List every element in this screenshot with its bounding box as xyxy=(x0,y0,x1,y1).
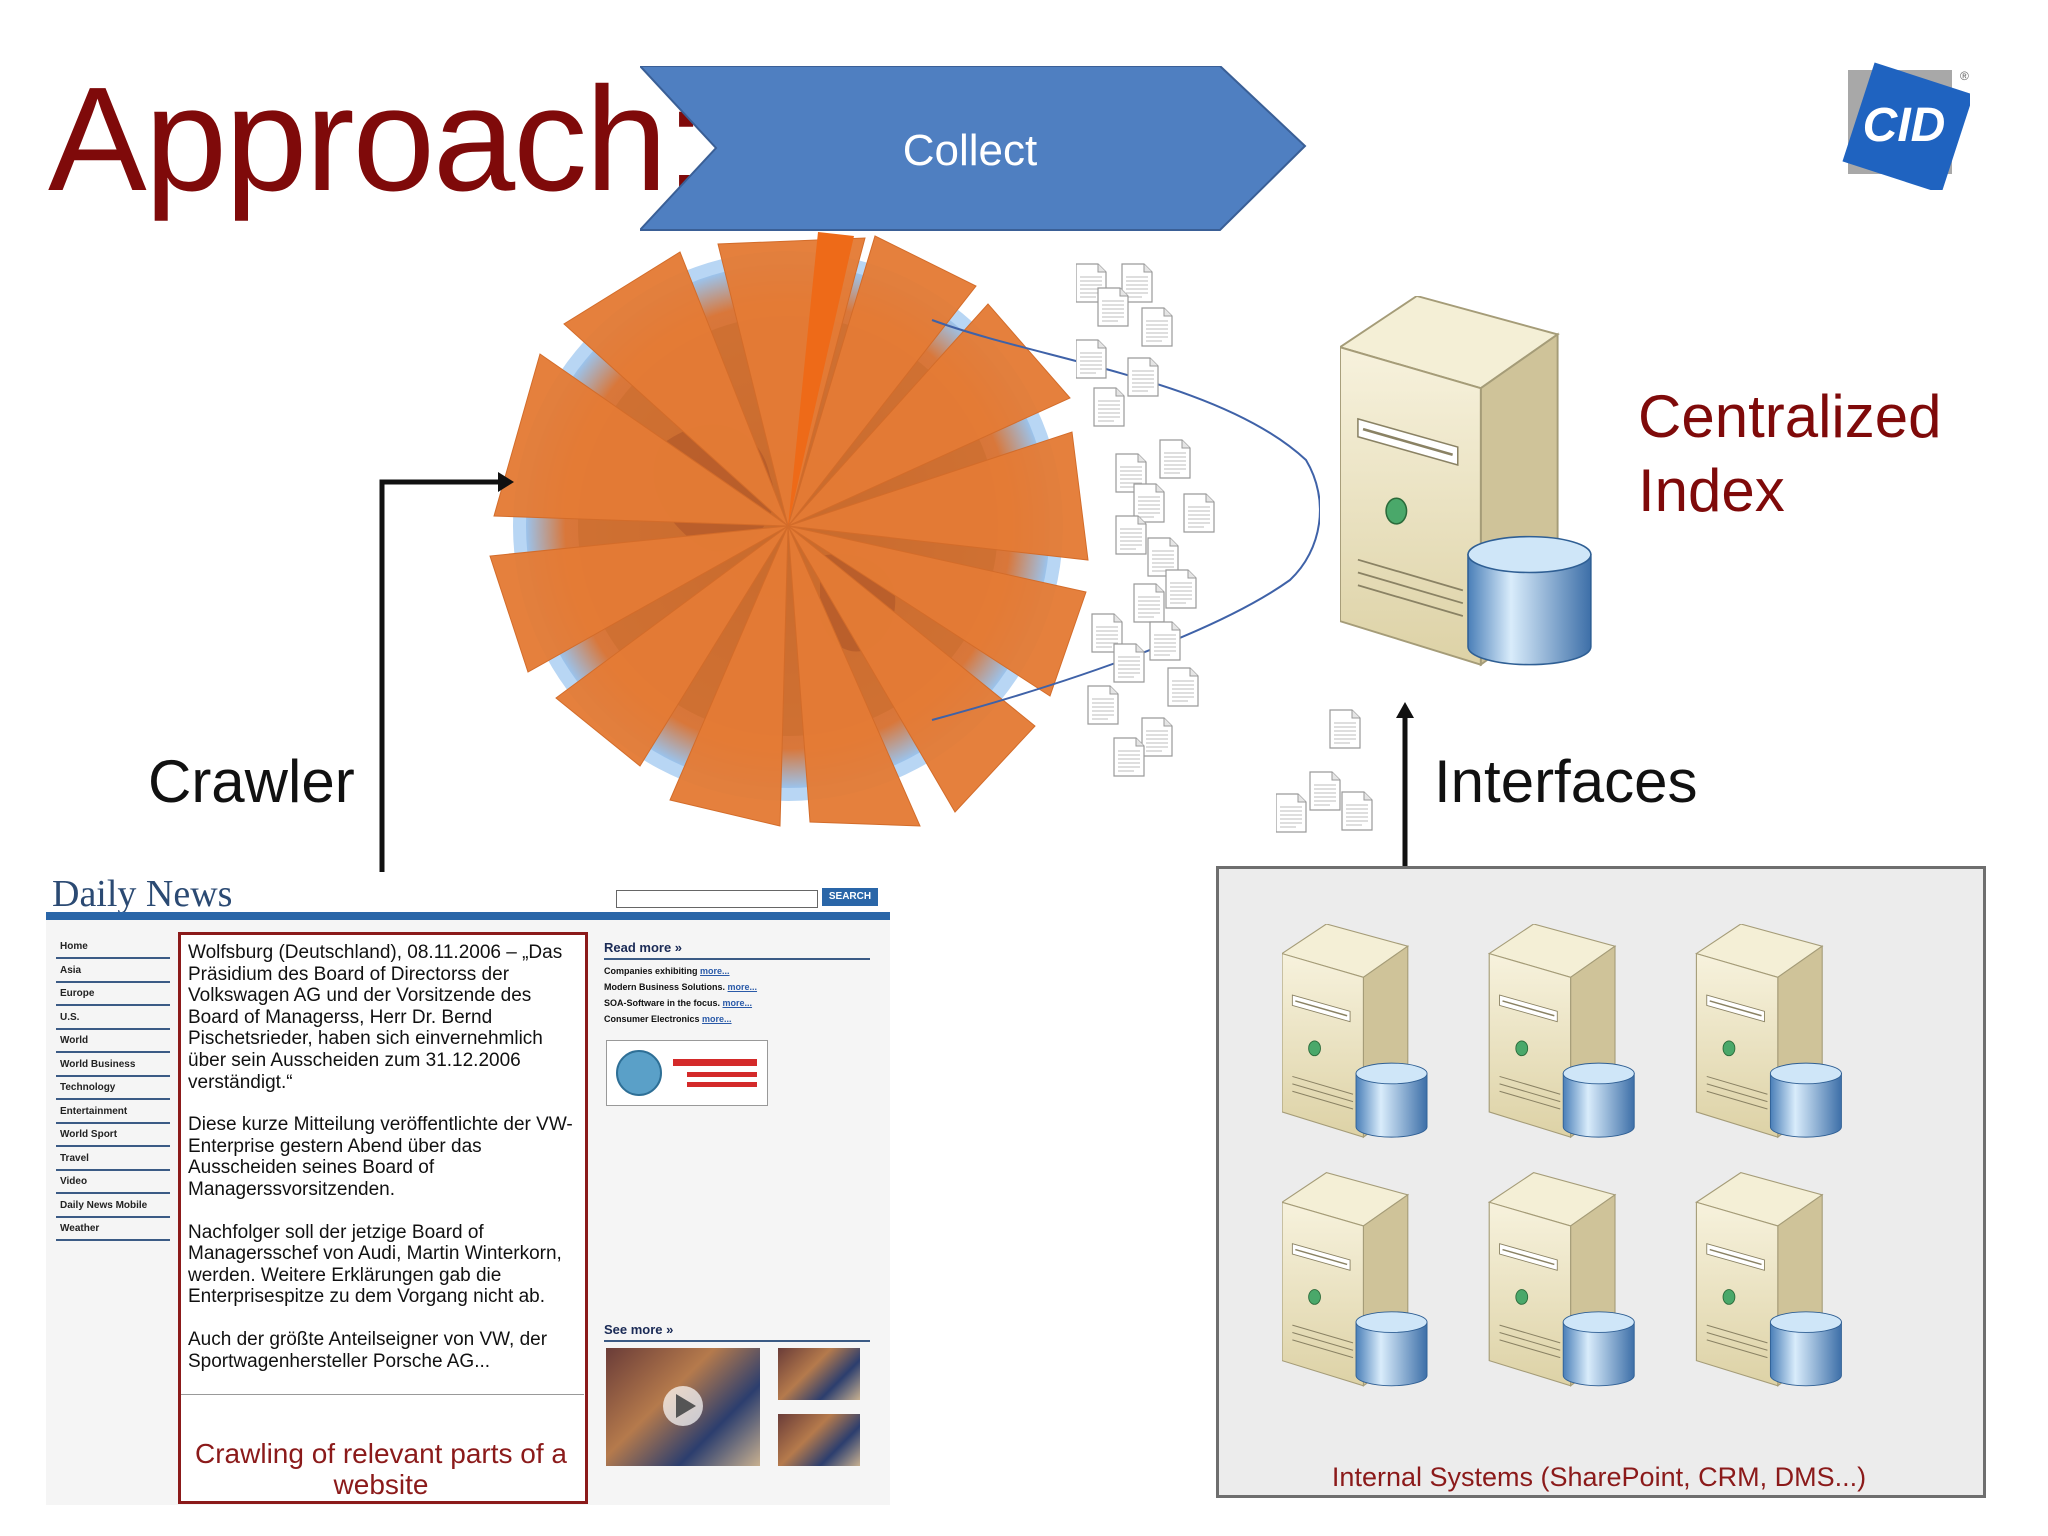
server-icon xyxy=(1488,1171,1635,1387)
server-icon xyxy=(1695,924,1843,1138)
nav-item: Video xyxy=(56,1173,170,1194)
crawled-article-frame xyxy=(178,932,588,1504)
read-more-panel: Read more » Companies exhibiting more...… xyxy=(604,940,870,1024)
photo-thumbnail xyxy=(778,1414,860,1466)
centralized-index-line2: Index xyxy=(1638,457,1785,524)
interface-documents xyxy=(1276,709,1373,833)
website-ad-banner xyxy=(606,1040,768,1106)
nav-item: Europe xyxy=(56,985,170,1006)
read-more-item: Companies exhibiting more... xyxy=(604,966,730,976)
server-icon xyxy=(1282,924,1428,1138)
see-more-panel: See more » xyxy=(604,1322,870,1342)
server-icon xyxy=(1695,1171,1843,1387)
internal-systems-label: Internal Systems (SharePoint, CRM, DMS..… xyxy=(1331,1462,1867,1492)
see-more-heading: See more » xyxy=(604,1322,870,1342)
website-search-button: SEARCH xyxy=(822,888,878,906)
website-nav: Home Asia Europe U.S. World World Busine… xyxy=(56,938,170,1244)
server-icon xyxy=(1488,924,1635,1138)
nav-item: Technology xyxy=(56,1079,170,1100)
article-paragraph: Wolfsburg (Deutschland), 08.11.2006 – „D… xyxy=(188,942,563,1093)
nav-item: World Business xyxy=(56,1056,170,1077)
cid-logo: CID ® xyxy=(1842,62,1970,190)
article-text: Wolfsburg (Deutschland), 08.11.2006 – „D… xyxy=(188,942,580,1393)
article-divider xyxy=(181,1394,584,1395)
crawling-caption: Crawling of relevant parts of a website xyxy=(195,1438,567,1500)
website-header-bar xyxy=(46,912,890,920)
nav-item: World Sport xyxy=(56,1126,170,1147)
nav-item: World xyxy=(56,1032,170,1053)
nav-item: Weather xyxy=(56,1220,170,1241)
collect-banner xyxy=(640,66,1307,231)
photo-thumbnail xyxy=(778,1348,860,1400)
centralized-index-line1: Centralized xyxy=(1638,383,1942,450)
central-index-server xyxy=(1340,296,1593,666)
website-search-input xyxy=(616,890,818,908)
nav-item: Entertainment xyxy=(56,1103,170,1124)
video-thumbnail xyxy=(606,1348,760,1466)
slide-title: Approach: xyxy=(48,57,707,222)
internal-servers xyxy=(1282,924,1843,1387)
crawler-connector xyxy=(379,472,514,924)
article-paragraph: Nachfolger soll der jetzige Board of Man… xyxy=(188,1221,562,1308)
daily-news-logo: Daily News xyxy=(52,873,233,915)
article-paragraph: Auch der größte Anteilseigner von VW, de… xyxy=(188,1328,548,1372)
crawler-globe xyxy=(489,232,1089,827)
nav-item: Asia xyxy=(56,962,170,983)
crawler-label: Crawler xyxy=(148,748,355,815)
highlight-wedge xyxy=(788,232,854,526)
server-icon xyxy=(1282,1171,1428,1387)
registered-mark: ® xyxy=(1960,69,1969,83)
read-more-item: Consumer Electronics more... xyxy=(604,1014,732,1024)
document-stack xyxy=(1076,263,1215,777)
nav-item: Home xyxy=(56,938,170,959)
read-more-heading: Read more » xyxy=(604,940,870,960)
crawler-arrowhead xyxy=(498,472,514,492)
cid-logo-text: CID xyxy=(1863,99,1946,152)
collect-label: Collect xyxy=(902,126,1038,175)
read-more-item: SOA-Software in the focus. more... xyxy=(604,998,753,1008)
interfaces-label: Interfaces xyxy=(1434,748,1698,815)
nav-item: U.S. xyxy=(56,1009,170,1030)
interfaces-arrow xyxy=(1396,702,1414,870)
article-paragraph: Diese kurze Mitteilung veröffentlichte d… xyxy=(188,1114,573,1200)
read-more-item: Modern Business Solutions. more... xyxy=(604,982,758,992)
nav-item: Daily News Mobile xyxy=(56,1197,170,1218)
centralized-index-label: Centralized Index xyxy=(1638,380,1942,528)
nav-item: Travel xyxy=(56,1150,170,1171)
